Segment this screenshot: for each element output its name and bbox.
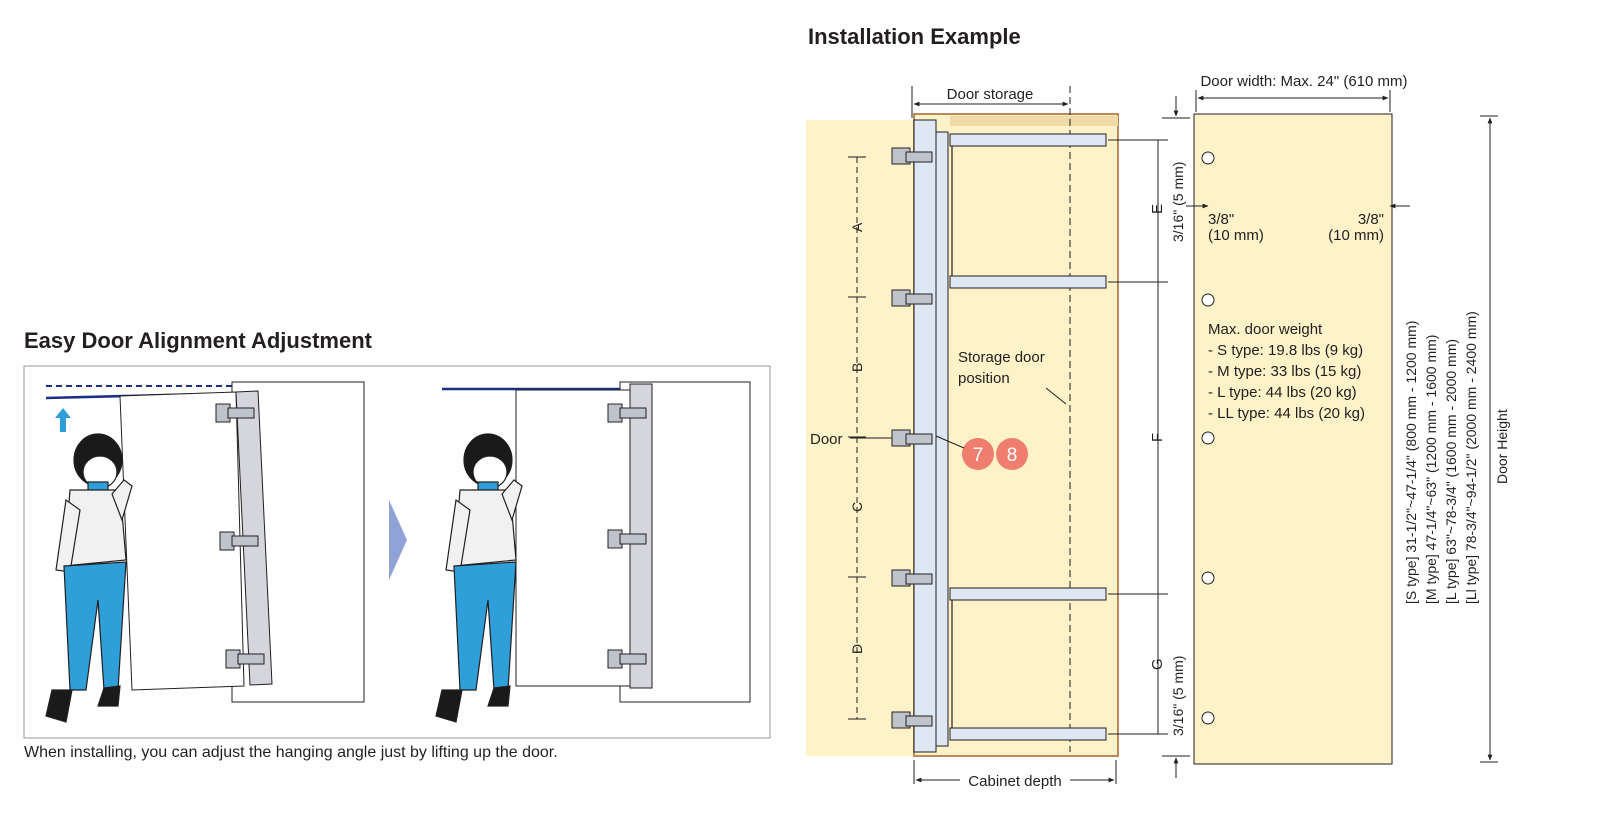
- dimension-e-label: E: [1149, 204, 1166, 214]
- hinge-icon: [607, 403, 647, 669]
- lift-up-arrow-icon: [55, 408, 71, 432]
- door-front-diagram: Door width: Max. 24" (610 mm) 3/8" (10 m…: [1186, 73, 1510, 765]
- weight-item-m: - M type: 33 lbs (15 kg): [1208, 363, 1361, 380]
- alignment-caption: When installing, you can adjust the hang…: [24, 744, 558, 761]
- weight-item-ll: - LL type: 44 lbs (20 kg): [1208, 405, 1365, 422]
- cabinet-depth-label: Cabinet depth: [968, 773, 1061, 790]
- dimension-g-label: G: [1149, 658, 1166, 670]
- after-scene: [435, 381, 751, 723]
- installer-person-icon: [45, 433, 133, 723]
- left-offset-mm-label: (10 mm): [1208, 227, 1264, 244]
- before-scene: [45, 381, 365, 723]
- installation-example-title: Installation Example: [808, 24, 1021, 49]
- door-storage-label: Door storage: [947, 86, 1034, 103]
- door-label: Door: [810, 431, 843, 448]
- door-width-label: Door width: Max. 24" (610 mm): [1200, 73, 1407, 90]
- dimension-f-label: F: [1149, 433, 1166, 442]
- max-door-weight-heading: Max. door weight: [1208, 321, 1323, 338]
- part-8-badge: [996, 438, 1028, 470]
- storage-door-position-label: Storage door: [958, 349, 1045, 366]
- hinge-icon: [215, 403, 265, 669]
- part-7-number: 7: [973, 445, 984, 466]
- tilted-door: [119, 391, 245, 691]
- alignment-illustration: [23, 365, 771, 739]
- height-type-s: [S type] 31-1/2"~47-1/4" (800 mm - 1200 …: [1403, 321, 1419, 604]
- next-arrow-icon: [389, 500, 407, 580]
- left-offset-label: 3/8": [1208, 211, 1234, 228]
- height-type-l: [L type] 63"~78-3/4" (1600 mm - 2000 mm): [1443, 339, 1459, 604]
- storage-door-leader: [1045, 387, 1067, 405]
- right-offset-mm-label: (10 mm): [1328, 227, 1384, 244]
- right-offset-label: 3/8": [1358, 211, 1384, 228]
- horizontal-slides: [949, 133, 1107, 741]
- door-front-panel: [1193, 113, 1393, 765]
- door-height-label: Door Height: [1494, 409, 1510, 484]
- dimension-c-label: C: [849, 502, 865, 512]
- storage-door-position-label-line2: position: [958, 370, 1010, 387]
- easy-door-alignment-title: Easy Door Alignment Adjustment: [24, 328, 372, 353]
- part-8-number: 8: [1007, 445, 1018, 466]
- height-type-ll: [Ll type] 78-3/4"~94-1/2" (2000 mm - 240…: [1463, 311, 1479, 604]
- badge-leader: [935, 435, 965, 449]
- weight-item-s: - S type: 19.8 lbs (9 kg): [1208, 342, 1363, 359]
- bottom-gap-label: 3/16" (5 mm): [1170, 656, 1186, 736]
- mounting-holes: [1201, 151, 1215, 725]
- height-type-m: [M type] 47-1/4"~63" (1200 mm - 1600 mm): [1423, 335, 1439, 604]
- installer-person-icon: [435, 433, 523, 723]
- slide-spacing-dimensions: [1108, 96, 1190, 778]
- side-view-diagram: A B C D Door Door storage Storage door p…: [806, 86, 1190, 790]
- weight-item-l: - L type: 44 lbs (20 kg): [1208, 384, 1357, 401]
- dimension-b-label: B: [849, 363, 865, 372]
- top-gap-label: 3/16" (5 mm): [1170, 162, 1186, 242]
- hinge-icon: [891, 147, 933, 729]
- part-7-badge: [962, 438, 994, 470]
- dimension-a-label: A: [849, 222, 865, 232]
- dimension-d-label: D: [849, 644, 865, 654]
- cabinet-top-board: [950, 116, 1118, 126]
